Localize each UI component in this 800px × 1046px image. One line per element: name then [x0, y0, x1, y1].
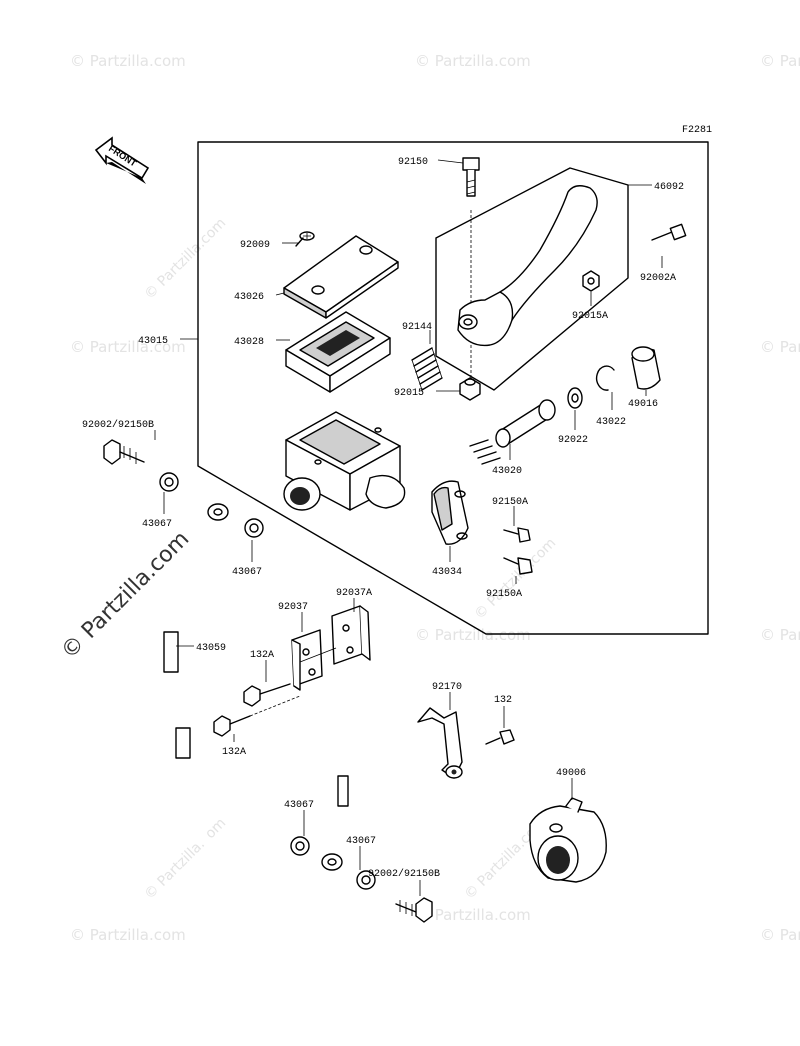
piston-43020 — [469, 399, 556, 465]
bolt-92150A — [503, 527, 531, 543]
cable-bracket-92170 — [417, 707, 463, 779]
watermark: © Partzilla.com — [760, 52, 800, 70]
callout-43020: 43020 — [492, 466, 522, 477]
callout-43067-a: 43067 — [142, 519, 172, 530]
callout-49006: 49006 — [556, 768, 586, 779]
callout-132A-top: 132A — [250, 650, 274, 661]
watermark: © Partzilla.com — [760, 338, 800, 356]
nut-92015A — [582, 270, 600, 292]
washer-43067 — [356, 870, 376, 890]
watermark: © Partzilla.com — [70, 926, 186, 944]
callout-43034: 43034 — [432, 567, 462, 578]
callout-92037: 92037 — [278, 602, 308, 613]
callout-43067-b: 43067 — [232, 567, 262, 578]
bolt-132 — [485, 729, 515, 745]
callout-132: 132 — [494, 695, 512, 706]
watermark: © Partzilla.com — [70, 52, 186, 70]
callout-49016: 49016 — [628, 399, 658, 410]
spring-92144 — [411, 347, 443, 391]
watermark: © Partzilla.com — [70, 338, 186, 356]
watermark: © Partzilla.com — [142, 215, 230, 303]
watermark: © Partzilla.com — [472, 535, 560, 623]
circlip-43022 — [595, 365, 615, 391]
clamp-43034 — [431, 480, 469, 545]
callout-43028: 43028 — [234, 337, 264, 348]
brake-lever — [457, 185, 598, 347]
lever-subassembly-outline — [435, 167, 629, 391]
leader-lines — [154, 159, 663, 896]
screw-92009 — [295, 231, 315, 247]
figure-code: F2281 — [682, 125, 712, 136]
callout-92002-92150B-top: 92002/92150B — [82, 419, 154, 431]
bolt-132A — [213, 695, 301, 737]
bolt-132A — [243, 683, 291, 707]
master-cylinder-body — [283, 411, 406, 511]
hose-bracket-92037A — [299, 605, 371, 665]
watermark: © Partzilla.com — [760, 926, 800, 944]
callout-92150A-top: 92150A — [492, 497, 528, 508]
diaphragm — [285, 311, 391, 393]
washer-43067 — [159, 472, 179, 492]
bolt-92002A — [651, 223, 687, 241]
callout-92144: 92144 — [402, 322, 432, 333]
watermark: © Partzilla.com — [415, 906, 531, 924]
banjo-bolt-bottom — [395, 897, 433, 923]
washer-43067 — [290, 836, 310, 856]
callout-92150A-bottom: 92150A — [486, 589, 522, 600]
callout-92170: 92170 — [432, 682, 462, 693]
washer-43067 — [244, 518, 264, 538]
bolt-92150 — [462, 157, 480, 380]
nut-92015 — [459, 377, 481, 401]
callout-92015: 92015 — [394, 388, 424, 399]
hose-bracket-92037 — [291, 629, 323, 691]
watermark: © Partzilla.com — [415, 626, 531, 644]
callout-92015A: 92015A — [572, 311, 608, 322]
callout-43067-d: 43067 — [346, 836, 376, 847]
brake-hose — [163, 503, 349, 871]
banjo-bolt-top — [103, 439, 145, 465]
callout-43026: 43026 — [234, 292, 264, 303]
callout-43067-c: 43067 — [284, 800, 314, 811]
callout-92150: 92150 — [398, 157, 428, 168]
assembly-outline — [197, 141, 709, 635]
callout-92002A: 92002A — [640, 273, 676, 284]
callout-92037A: 92037A — [336, 588, 372, 599]
callout-labels: 92150 46092 92009 92002A 43026 92015A 43… — [82, 157, 684, 880]
callout-92009: 92009 — [240, 240, 270, 251]
bolt-92150A — [503, 557, 533, 575]
watermark: © Partzilla.com — [760, 626, 800, 644]
callout-92022: 92022 — [558, 435, 588, 446]
callout-92002-92150B-bottom: 92002/92150B — [368, 868, 440, 880]
callout-43022: 43022 — [596, 417, 626, 428]
watermark: © Partzilla.com — [415, 52, 531, 70]
front-arrow-icon: FRONT — [94, 136, 150, 184]
reservoir-cap — [283, 235, 399, 319]
callout-43015: 43015 — [138, 336, 168, 347]
cover-49006 — [529, 797, 607, 883]
callout-46092: 46092 — [654, 182, 684, 193]
boot-49016 — [631, 346, 661, 390]
washer-92022 — [567, 387, 583, 409]
watermark: © Partzilla.com — [142, 815, 230, 903]
callout-43059: 43059 — [196, 643, 226, 654]
callout-132A-bottom: 132A — [222, 747, 246, 758]
